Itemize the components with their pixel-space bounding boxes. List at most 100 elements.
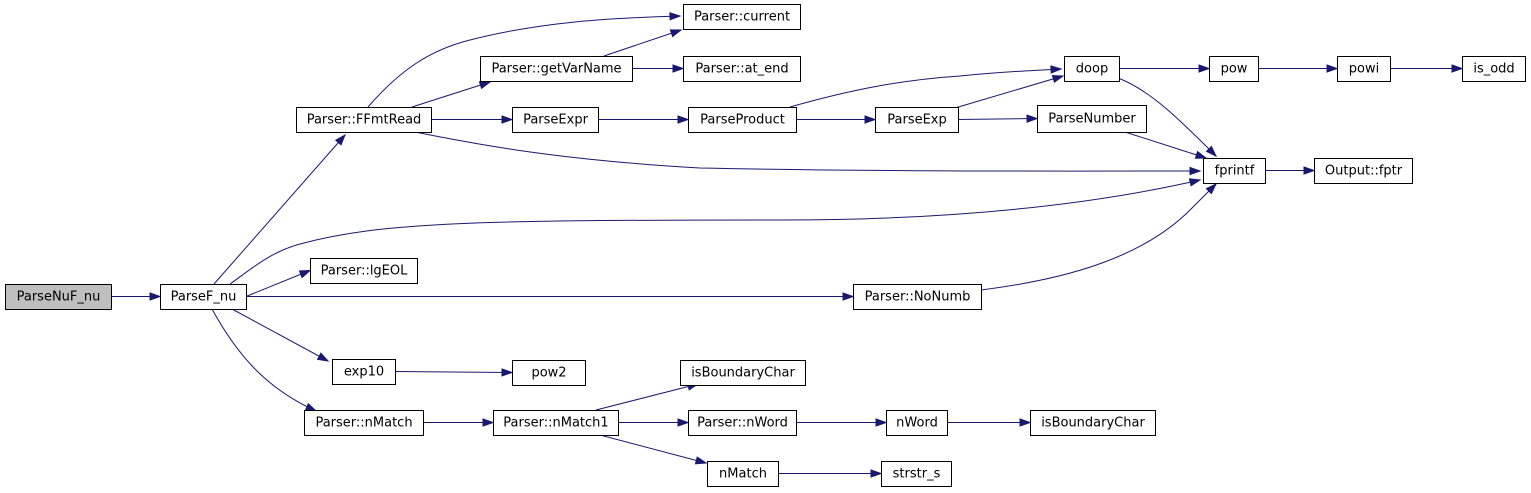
edge-ParseF_nu-to-nMatch_parser bbox=[211, 308, 318, 412]
node-label: is_odd bbox=[1473, 62, 1514, 77]
node-box bbox=[1462, 56, 1526, 82]
node-box bbox=[5, 284, 112, 310]
edge-nMatch-to-strstr_s bbox=[778, 469, 883, 478]
edge-powi-to-is_odd bbox=[1390, 64, 1464, 73]
node-box bbox=[304, 410, 424, 436]
edge-line bbox=[789, 68, 1062, 108]
edge-ParseProduct-to-ParseExp bbox=[796, 115, 877, 124]
edge-ParseNuF_nu-to-ParseF_nu bbox=[111, 292, 162, 301]
node-box bbox=[707, 461, 779, 487]
node-box bbox=[680, 360, 806, 386]
arrowhead-icon bbox=[1205, 145, 1218, 158]
node-box bbox=[881, 461, 952, 487]
node-nWord[interactable]: nWord bbox=[886, 410, 948, 436]
edge-nWord-to-isBoundaryChar2 bbox=[947, 418, 1032, 427]
node-label: Parser::nMatch bbox=[315, 416, 412, 431]
node-box bbox=[688, 410, 797, 436]
node-box bbox=[1337, 56, 1391, 82]
edge-fprintf-to-fptr bbox=[1265, 166, 1316, 175]
edge-line bbox=[1117, 77, 1217, 157]
node-label: strstr_s bbox=[893, 467, 941, 482]
arrowhead-icon bbox=[482, 418, 495, 427]
node-box bbox=[688, 107, 797, 133]
arrowhead-icon bbox=[1326, 64, 1339, 73]
arrowhead-icon bbox=[1194, 150, 1208, 159]
node-exp10[interactable]: exp10 bbox=[332, 359, 396, 385]
node-ParseF_nu[interactable]: ParseF_nu bbox=[160, 284, 247, 310]
node-label: powi bbox=[1349, 62, 1379, 77]
arrowhead-icon bbox=[842, 292, 855, 301]
node-nWord_parser[interactable]: Parser::nWord bbox=[688, 410, 797, 436]
edge-doop-to-pow bbox=[1119, 64, 1211, 73]
edge-line bbox=[414, 131, 1201, 172]
node-is_odd[interactable]: is_odd bbox=[1462, 56, 1526, 82]
edge-getVarName-to-at_end bbox=[632, 64, 685, 73]
node-ParseNumber[interactable]: ParseNumber bbox=[1037, 105, 1147, 133]
arrowhead-icon bbox=[316, 352, 330, 362]
node-ParseNuF_nu[interactable]: ParseNuF_nu bbox=[5, 284, 112, 310]
node-label: doop bbox=[1076, 62, 1108, 77]
node-getVarName[interactable]: Parser::getVarName bbox=[480, 56, 633, 82]
edge-line bbox=[213, 134, 346, 285]
arrowhead-icon bbox=[1451, 64, 1464, 73]
node-box bbox=[512, 107, 599, 133]
edge-ParseF_nu-to-NoNumb bbox=[246, 292, 855, 301]
arrowhead-icon bbox=[334, 133, 346, 146]
edge-line bbox=[599, 434, 707, 464]
node-box bbox=[683, 56, 801, 82]
node-nMatch_parser[interactable]: Parser::nMatch bbox=[304, 410, 424, 436]
node-ParseExp[interactable]: ParseExp bbox=[875, 107, 959, 133]
node-box bbox=[1030, 410, 1156, 436]
node-lgEOL[interactable]: Parser::lgEOL bbox=[310, 258, 418, 284]
node-fptr[interactable]: Output::fptr bbox=[1314, 158, 1413, 184]
node-isBoundaryChar1[interactable]: isBoundaryChar bbox=[680, 360, 806, 386]
node-at_end[interactable]: Parser::at_end bbox=[683, 56, 801, 82]
node-label: isBoundaryChar bbox=[691, 366, 795, 381]
node-ParseExpr[interactable]: ParseExpr bbox=[512, 107, 599, 133]
arrowhead-icon bbox=[1303, 166, 1316, 175]
arrowhead-icon bbox=[501, 368, 514, 377]
node-label: isBoundaryChar bbox=[1041, 416, 1145, 431]
node-label: ParseNumber bbox=[1048, 112, 1136, 127]
edge-exp10-to-pow2 bbox=[394, 368, 514, 377]
edge-FFmtRead-to-fprintf bbox=[414, 131, 1202, 176]
node-doop[interactable]: doop bbox=[1064, 56, 1120, 82]
node-box bbox=[296, 107, 432, 133]
edge-nMatch1-to-nMatch bbox=[599, 434, 708, 465]
node-label: exp10 bbox=[344, 365, 384, 380]
edge-nMatch_parser-to-nMatch1 bbox=[423, 418, 495, 427]
node-nMatch1[interactable]: Parser::nMatch1 bbox=[493, 410, 619, 436]
arrowhead-icon bbox=[1019, 418, 1032, 427]
node-isBoundaryChar2[interactable]: isBoundaryChar bbox=[1030, 410, 1156, 436]
arrowhead-icon bbox=[1051, 74, 1065, 84]
node-pow[interactable]: pow bbox=[1209, 56, 1259, 82]
node-label: Parser::FFmtRead bbox=[307, 113, 422, 128]
node-box bbox=[332, 359, 396, 385]
node-fprintf[interactable]: fprintf bbox=[1203, 158, 1266, 184]
node-strstr_s[interactable]: strstr_s bbox=[881, 461, 952, 487]
edge-ParseExp-to-ParseNumber bbox=[957, 114, 1039, 123]
edge-FFmtRead-to-getVarName bbox=[411, 81, 492, 108]
node-label: nMatch bbox=[719, 467, 767, 482]
edge-line bbox=[980, 183, 1217, 291]
node-powi[interactable]: powi bbox=[1337, 56, 1391, 82]
node-ParseProduct[interactable]: ParseProduct bbox=[688, 107, 797, 133]
node-pow2[interactable]: pow2 bbox=[512, 360, 586, 386]
node-current[interactable]: Parser::current bbox=[683, 4, 801, 30]
edge-line bbox=[603, 29, 682, 57]
arrowhead-icon bbox=[1050, 65, 1063, 74]
node-label: Parser::nMatch1 bbox=[503, 416, 608, 431]
node-label: ParseExpr bbox=[523, 113, 588, 128]
node-label: Parser::nWord bbox=[697, 416, 788, 431]
node-label: ParseNuF_nu bbox=[17, 290, 101, 305]
edge-line bbox=[394, 371, 513, 373]
node-label: Parser::current bbox=[694, 10, 790, 25]
node-label: ParseProduct bbox=[700, 113, 785, 128]
edge-pow-to-powi bbox=[1258, 64, 1339, 73]
edge-NoNumb-to-fprintf bbox=[980, 182, 1218, 291]
node-FFmtRead[interactable]: Parser::FFmtRead bbox=[296, 107, 432, 133]
edge-line bbox=[411, 81, 491, 108]
node-label: fprintf bbox=[1215, 164, 1255, 179]
node-nMatch[interactable]: nMatch bbox=[707, 461, 779, 487]
node-NoNumb[interactable]: Parser::NoNumb bbox=[853, 284, 982, 310]
